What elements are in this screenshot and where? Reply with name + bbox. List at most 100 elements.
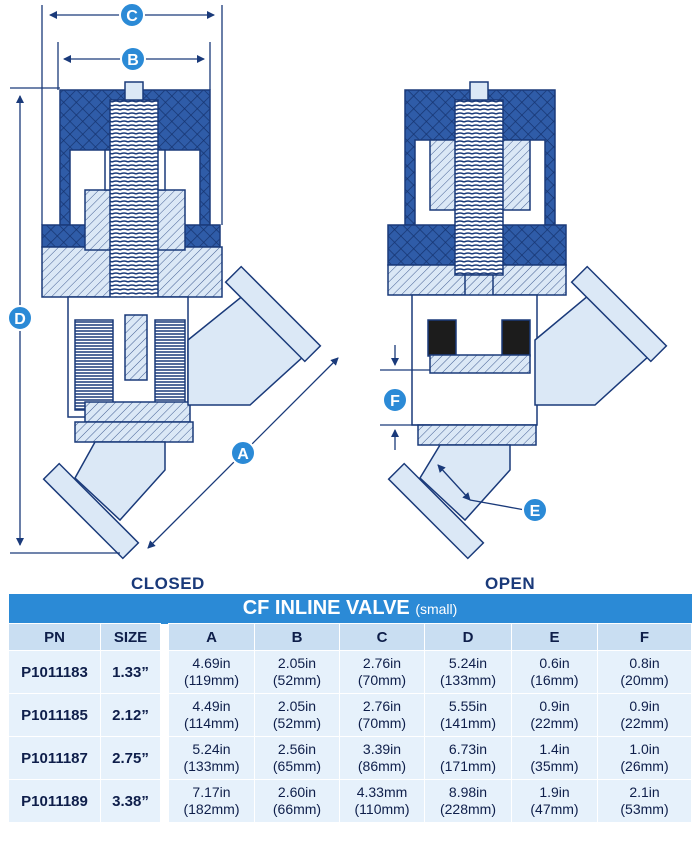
column-gap [160, 736, 169, 780]
cell-in: 2.76in [362, 655, 402, 671]
cell-mm: (119mm) [184, 672, 239, 688]
cell-mm: (65mm) [272, 758, 322, 774]
cell-in: 6.73in [448, 741, 488, 757]
table-row: P1011189 3.38” 7.17in(182mm) 2.60in(66mm… [8, 779, 693, 823]
cell-in: 4.49in [192, 698, 231, 714]
cell-mm: (16mm) [530, 672, 579, 688]
label-a: A [237, 446, 249, 463]
cell-mm: (20mm) [620, 672, 669, 688]
table-row: P1011187 2.75” 5.24in(133mm) 2.56in(65mm… [8, 736, 693, 780]
table-subtitle: (small) [415, 601, 458, 617]
cell-in: 2.60in [277, 784, 317, 800]
cell-in: 7.17in [192, 784, 231, 800]
cell-in: 5.24in [192, 741, 231, 757]
column-gap [160, 693, 169, 737]
label-d: D [14, 311, 26, 328]
cell-in: 2.05in [277, 655, 317, 671]
label-f: F [390, 393, 400, 410]
table-row: P1011183 1.33” 4.69in(119mm) 2.05in(52mm… [8, 650, 693, 694]
cell-e: 0.6in(16mm) [511, 650, 598, 694]
cell-mm: (66mm) [272, 801, 322, 817]
cell-in: 0.9in [539, 698, 570, 714]
label-c: C [126, 8, 138, 25]
table-title-row: CF INLINE VALVE (small) [8, 594, 692, 624]
valve-diagram: C B D A F E [7, 2, 668, 560]
cell-a: 5.24in(133mm) [168, 736, 255, 780]
table-row: P1011185 2.12” 4.49in(114mm) 2.05in(52mm… [8, 693, 693, 737]
cell-size: 2.75” [100, 736, 161, 780]
header-size: SIZE [100, 623, 161, 651]
cell-b: 2.05in(52mm) [254, 693, 340, 737]
cell-in: 3.39in [362, 741, 402, 757]
cell-f: 0.9in(22mm) [596, 693, 693, 737]
cell-d: 5.55in(141mm) [424, 693, 512, 737]
cell-mm: (52mm) [272, 672, 322, 688]
header-e: E [511, 623, 598, 651]
dimension-badge-a: A [230, 440, 256, 466]
cell-d: 8.98in(228mm) [424, 779, 512, 823]
cell-mm: (26mm) [620, 758, 669, 774]
cell-mm: (86mm) [357, 758, 407, 774]
header-c: C [339, 623, 425, 651]
cell-mm: (47mm) [530, 801, 579, 817]
cell-in: 1.9in [539, 784, 570, 800]
cell-b: 2.56in(65mm) [254, 736, 340, 780]
cell-mm: (133mm) [183, 758, 240, 774]
table-header-row: PN SIZE A B C D E F [8, 623, 693, 651]
cell-mm: (228mm) [439, 801, 496, 817]
cell-mm: (110mm) [354, 801, 410, 817]
cell-in: 1.4in [539, 741, 570, 757]
cell-b: 2.60in(66mm) [254, 779, 340, 823]
header-b: B [254, 623, 340, 651]
column-gap [160, 779, 169, 823]
header-pn: PN [8, 623, 101, 651]
header-d: D [424, 623, 512, 651]
cell-in: 8.98in [448, 784, 488, 800]
cell-size: 3.38” [100, 779, 161, 823]
cell-e: 1.4in(35mm) [511, 736, 598, 780]
caption-open: OPEN [485, 574, 536, 593]
cell-a: 7.17in(182mm) [168, 779, 255, 823]
cell-e: 0.9in(22mm) [511, 693, 598, 737]
cell-f: 2.1in(53mm) [596, 779, 693, 823]
cell-mm: (171mm) [439, 758, 496, 774]
cell-pn: P1011189 [8, 779, 101, 823]
caption-closed: CLOSED [131, 574, 205, 593]
cell-size: 1.33” [100, 650, 161, 694]
cell-mm: (52mm) [272, 715, 322, 731]
cell-f: 0.8in(20mm) [596, 650, 693, 694]
cell-pn: P1011183 [8, 650, 101, 694]
cell-in: 5.55in [448, 698, 488, 714]
cell-mm: (114mm) [184, 715, 239, 731]
label-b: B [127, 52, 139, 69]
cell-mm: (22mm) [530, 715, 579, 731]
column-gap [160, 650, 169, 694]
cell-mm: (133mm) [439, 672, 496, 688]
cell-mm: (182mm) [183, 801, 240, 817]
dimension-badge-b: B [120, 46, 146, 72]
closed-valve [41, 81, 322, 560]
dimension-badge-c: C [119, 2, 145, 28]
cell-in: 2.1in [629, 784, 660, 800]
header-f: F [596, 623, 693, 651]
dimension-badge-d: D [7, 305, 33, 331]
cell-c: 3.39in(86mm) [339, 736, 425, 780]
table-title: CF INLINE VALVE [242, 597, 410, 619]
cell-d: 5.24in(133mm) [424, 650, 512, 694]
cell-c: 4.33mm(110mm) [339, 779, 425, 823]
cell-pn: P1011187 [8, 736, 101, 780]
cell-pn: P1011185 [8, 693, 101, 737]
open-valve [387, 81, 668, 560]
cell-mm: (53mm) [620, 801, 669, 817]
cell-c: 2.76in(70mm) [339, 650, 425, 694]
cell-in: 4.33mm [356, 784, 408, 800]
cell-in: 5.24in [448, 655, 488, 671]
spec-table: CF INLINE VALVE (small) PN SIZE A B C D … [8, 594, 693, 823]
cell-e: 1.9in(47mm) [511, 779, 598, 823]
cell-in: 0.8in [629, 655, 660, 671]
cell-in: 4.69in [192, 655, 231, 671]
cell-in: 2.05in [277, 698, 317, 714]
cell-mm: (70mm) [357, 672, 407, 688]
cell-mm: (141mm) [439, 715, 496, 731]
cell-a: 4.69in(119mm) [168, 650, 255, 694]
